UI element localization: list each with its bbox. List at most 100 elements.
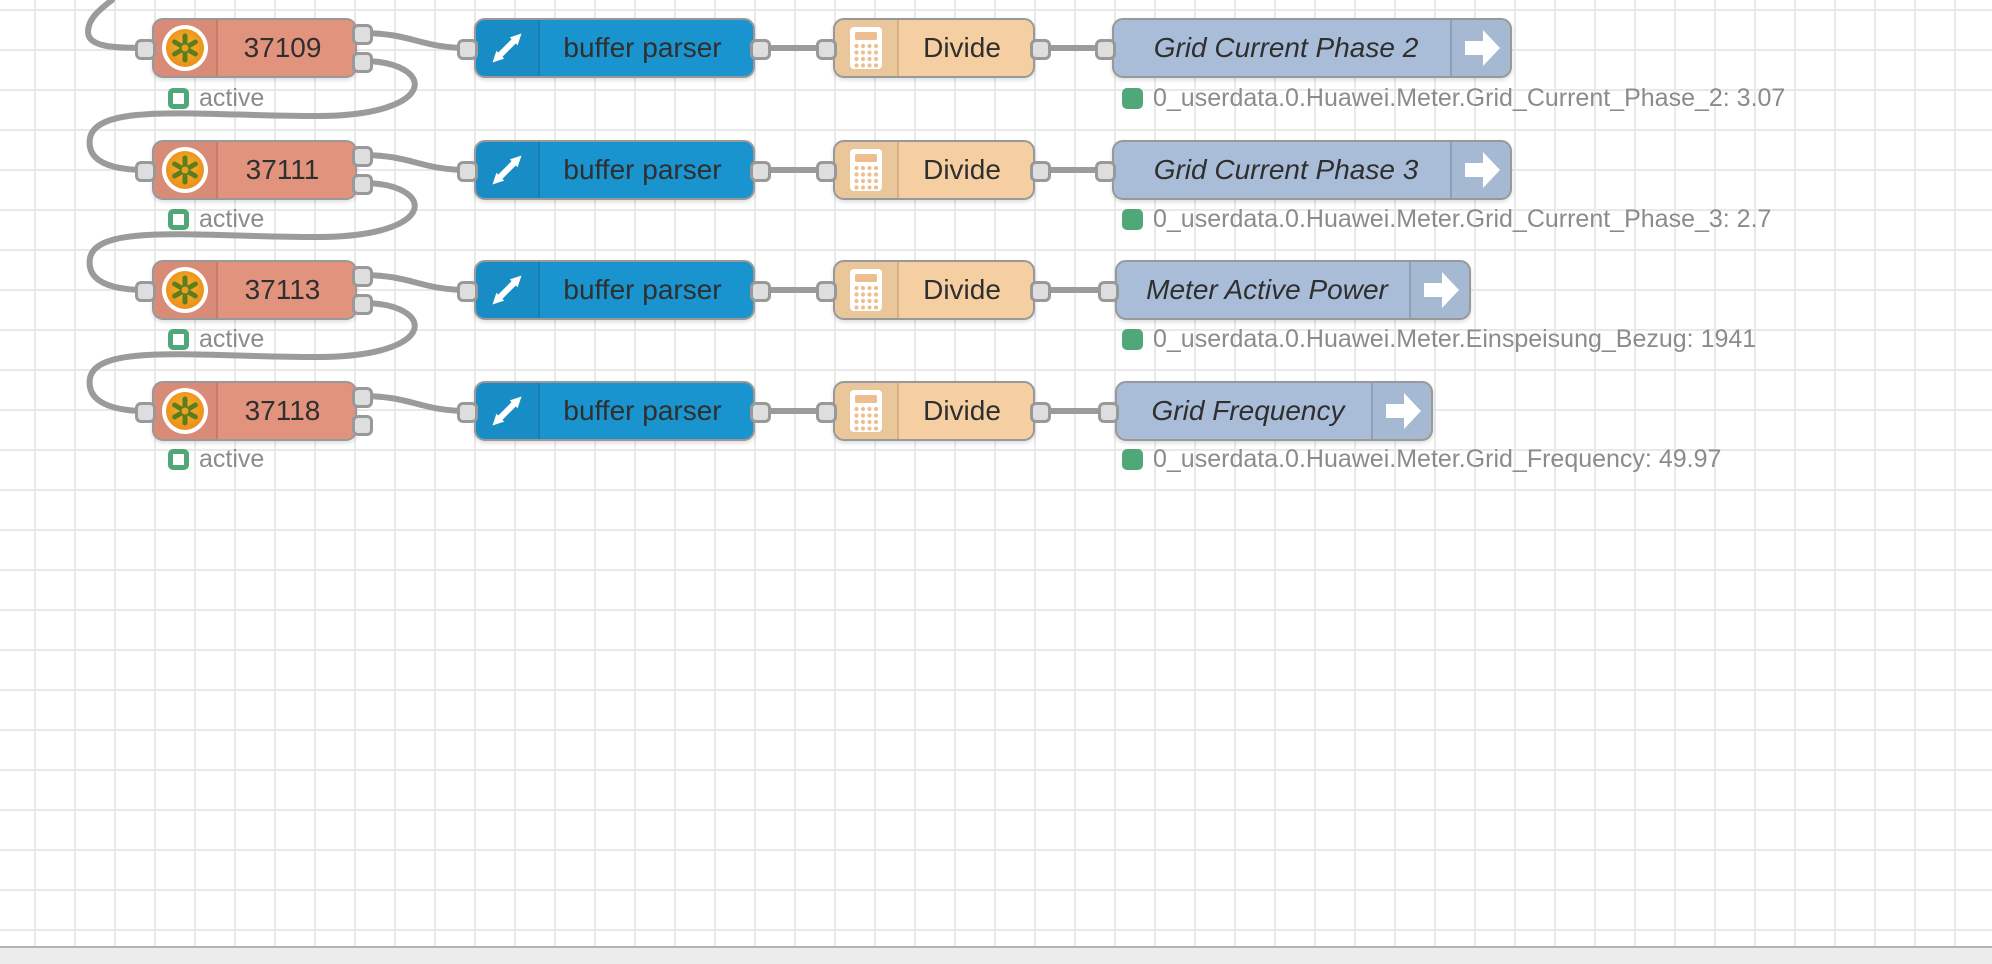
iobroker-out-node[interactable]: Meter Active Power [1098,260,1471,320]
horizontal-scrollbar[interactable] [0,946,1992,964]
input-port[interactable] [135,402,156,423]
wire[interactable] [359,30,471,51]
expand-arrows-glyph [492,396,522,426]
output-port[interactable] [1030,39,1051,60]
arrow-right-glyph [1424,272,1459,308]
wire[interactable] [359,152,471,173]
iobroker-out-node[interactable]: Grid Current Phase 2 [1095,18,1512,78]
output-port[interactable] [750,39,771,60]
buffer-parser-node[interactable]: buffer parser [457,381,771,441]
node-label: buffer parser [563,32,722,63]
arrow-right-icon [1450,142,1510,198]
calculator-glyph [850,149,882,191]
node-label: Divide [923,395,1001,426]
calculator-glyph [850,269,882,311]
wire[interactable] [86,180,418,293]
output-port-1[interactable] [352,146,373,167]
output-port-2[interactable] [352,294,373,315]
iobroker-out-node[interactable]: Grid Current Phase 3 [1095,140,1512,200]
divide-node[interactable]: Divide [816,260,1051,320]
calculator-icon [835,142,899,198]
arrow-right-glyph [1465,152,1500,188]
input-port[interactable] [135,281,156,302]
node-label: Grid Current Phase 3 [1153,154,1419,185]
input-port[interactable] [1098,281,1119,302]
output-port[interactable] [1030,402,1051,423]
wire[interactable] [86,300,418,414]
arrow-right-icon [1371,383,1431,439]
status-text: active [199,324,265,353]
status-ring-icon [168,208,189,230]
divide-node[interactable]: Divide [816,140,1051,200]
node-label: 37113 [244,274,321,305]
calculator-glyph [850,390,882,432]
output-port-1[interactable] [352,266,373,287]
node-status: active [168,324,264,354]
status-text: active [199,444,265,473]
wire[interactable] [86,58,418,173]
iobroker-out-node[interactable]: Grid Frequency [1098,381,1433,441]
buffer-parser-node[interactable]: buffer parser [457,140,771,200]
input-port[interactable] [816,39,837,60]
status-dot-icon [1122,208,1143,230]
modbus-read-node[interactable]: 37113 [135,260,373,320]
modbus-flower-icon [172,33,198,63]
input-port[interactable] [457,39,478,60]
node-label: 37118 [244,395,321,426]
calculator-icon [835,20,899,76]
arrow-right-icon [1450,20,1510,76]
node-label: Divide [923,274,1001,305]
status-text: active [199,83,265,112]
status-dot-icon [1122,328,1143,350]
modbus-flower-icon [172,275,198,305]
output-port[interactable] [750,402,771,423]
output-port[interactable] [750,161,771,182]
divide-node[interactable]: Divide [816,18,1051,78]
input-port[interactable] [816,281,837,302]
node-status: 0_userdata.0.Huawei.Meter.Einspeisung_Be… [1122,324,1756,354]
status-text: 0_userdata.0.Huawei.Meter.Grid_Current_P… [1153,204,1772,233]
expand-arrows-glyph [492,33,522,63]
input-port[interactable] [816,402,837,423]
calculator-icon [835,383,899,439]
modbus-read-node[interactable]: 37109 [135,18,373,78]
node-label: Divide [923,32,1001,63]
input-port[interactable] [1095,161,1116,182]
wire[interactable] [359,393,471,414]
output-port[interactable] [750,281,771,302]
node-status: active [168,444,264,474]
buffer-parser-node[interactable]: buffer parser [457,18,771,78]
input-port[interactable] [1098,402,1119,423]
input-port[interactable] [457,402,478,423]
node-label: 37111 [245,154,320,185]
output-port-1[interactable] [352,24,373,45]
output-port[interactable] [1030,281,1051,302]
status-dot-icon [1122,448,1143,470]
input-port[interactable] [457,281,478,302]
node-label: buffer parser [563,395,722,426]
modbus-read-node[interactable]: 37111 [135,140,373,200]
input-port[interactable] [816,161,837,182]
modbus-read-node[interactable]: 37118 [135,381,373,441]
input-port[interactable] [135,39,156,60]
node-status: 0_userdata.0.Huawei.Meter.Grid_Current_P… [1122,204,1771,234]
modbus-icon [154,383,218,439]
output-port[interactable] [1030,161,1051,182]
input-port[interactable] [135,161,156,182]
node-label: buffer parser [563,274,722,305]
buffer-parser-node[interactable]: buffer parser [457,260,771,320]
expand-arrows-icon [476,142,540,198]
wire[interactable] [84,0,149,51]
output-port-2[interactable] [352,415,373,436]
node-status: active [168,83,264,113]
wire[interactable] [359,272,471,293]
input-port[interactable] [457,161,478,182]
output-port-1[interactable] [352,387,373,408]
arrow-right-icon [1409,262,1469,318]
divide-node[interactable]: Divide [816,381,1051,441]
output-port-2[interactable] [352,174,373,195]
output-port-2[interactable] [352,52,373,73]
input-port[interactable] [1095,39,1116,60]
